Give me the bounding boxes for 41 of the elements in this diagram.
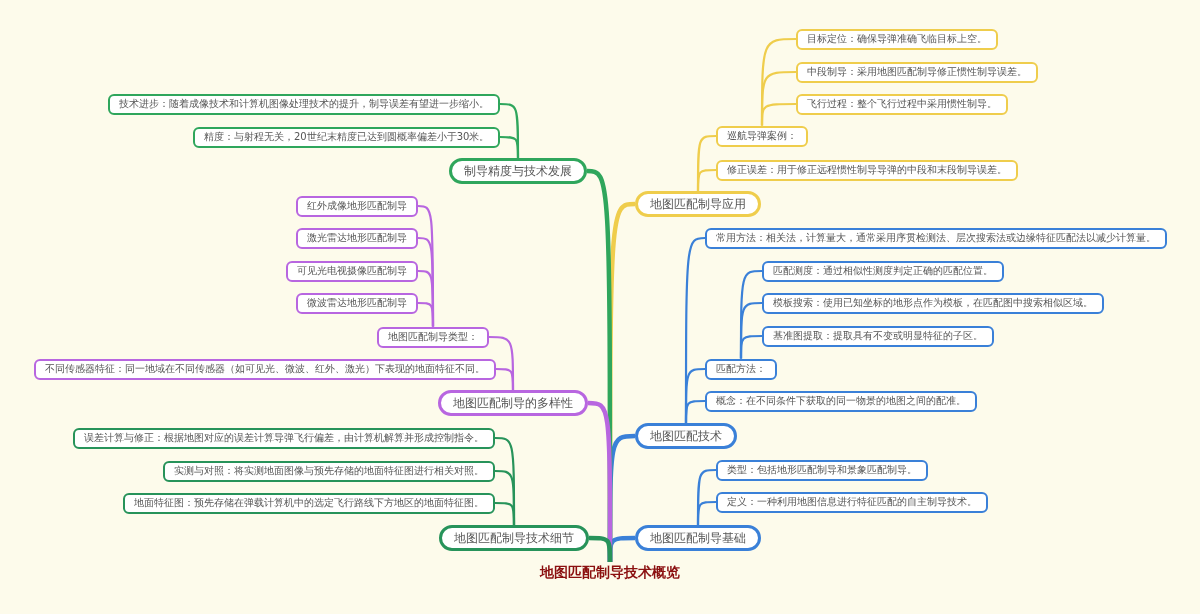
connector [496,367,515,390]
subtopic-box: 基准图提取：提取具有不变或明显特征的子区。 [762,325,994,347]
subtopic-box: 巡航导弹案例： [716,125,808,147]
subtopic-box: 技术进步：随着成像技术和计算机图像处理技术的提升，制导误差有望进一步缩小。 [108,93,500,115]
connector [500,135,520,158]
connector [684,399,705,423]
subtopic-box: 微波雷达地形匹配制导 [296,292,418,314]
subtopic-box: 地图匹配制导类型： [377,326,489,348]
connector [696,500,716,525]
subtopic-box: 误差计算与修正：根据地图对应的误差计算导弹飞行偏差，由计算机解算并形成控制指令。 [73,427,495,449]
subtopic-box: 定义：一种利用地图信息进行特征匹配的自主制导技术。 [716,491,988,513]
subtopic-box: 中段制导：采用地图匹配制导修正惯性制导误差。 [796,61,1038,83]
subtopic-box: 概念：在不同条件下获取的同一物景的地图之间的配准。 [705,390,977,412]
subtopic-box: 激光雷达地形匹配制导 [296,227,418,249]
topic-box: 地图匹配制导的多样性 [438,390,588,416]
topic-box: 地图匹配制导技术细节 [439,525,589,551]
connector [739,334,762,359]
subtopic-box: 目标定位：确保导弹准确飞临目标上空。 [796,28,998,50]
subtopic-box: 常用方法：相关法，计算量大，通常采用序贯检测法、层次搜索法或边缘特征匹配法以减少计算量。 [705,227,1167,249]
subtopic-box: 匹配测度：通过相似性测度判定正确的匹配位置。 [762,260,1004,282]
topic-box: 地图匹配制导应用 [635,191,761,217]
topic-box: 地图匹配技术 [635,423,737,449]
subtopic-box: 不同传感器特征：同一地域在不同传感器（如可见光、微波、红外、激光）下表现的地面特征不同。 [34,358,496,380]
subtopic-box: 类型：包括地形匹配制导和景象匹配制导。 [716,459,928,481]
subtopic-box: 飞行过程：整个飞行过程中采用惯性制导。 [796,93,1008,115]
connector [696,168,716,191]
topic-box: 地图匹配制导基础 [635,525,761,551]
subtopic-box: 精度：与射程无关，20世纪末精度已达到圆概率偏差小于30米。 [193,126,501,148]
connector [589,535,613,562]
connector [495,501,516,525]
root-title: 地图匹配制导技术概览 [538,562,682,584]
connector [760,102,796,126]
subtopic-box: 匹配方法： [705,358,777,380]
subtopic-box: 红外成像地形匹配制导 [296,195,418,217]
topic-box: 制导精度与技术发展 [449,158,587,184]
subtopic-box: 地面特征图：预先存储在弹载计算机中的选定飞行路线下方地区的地面特征图。 [123,492,495,514]
subtopic-box: 可见光电视摄像匹配制导 [286,260,418,282]
subtopic-box: 实测与对照：将实测地面图像与预先存储的地面特征图进行相关对照。 [163,460,495,482]
subtopic-box: 模板搜索：使用已知坐标的地形点作为模板，在匹配图中搜索相似区域。 [762,292,1104,314]
connector [418,301,435,327]
subtopic-box: 修正误差：用于修正远程惯性制导导弹的中段和末段制导误差。 [716,159,1018,181]
